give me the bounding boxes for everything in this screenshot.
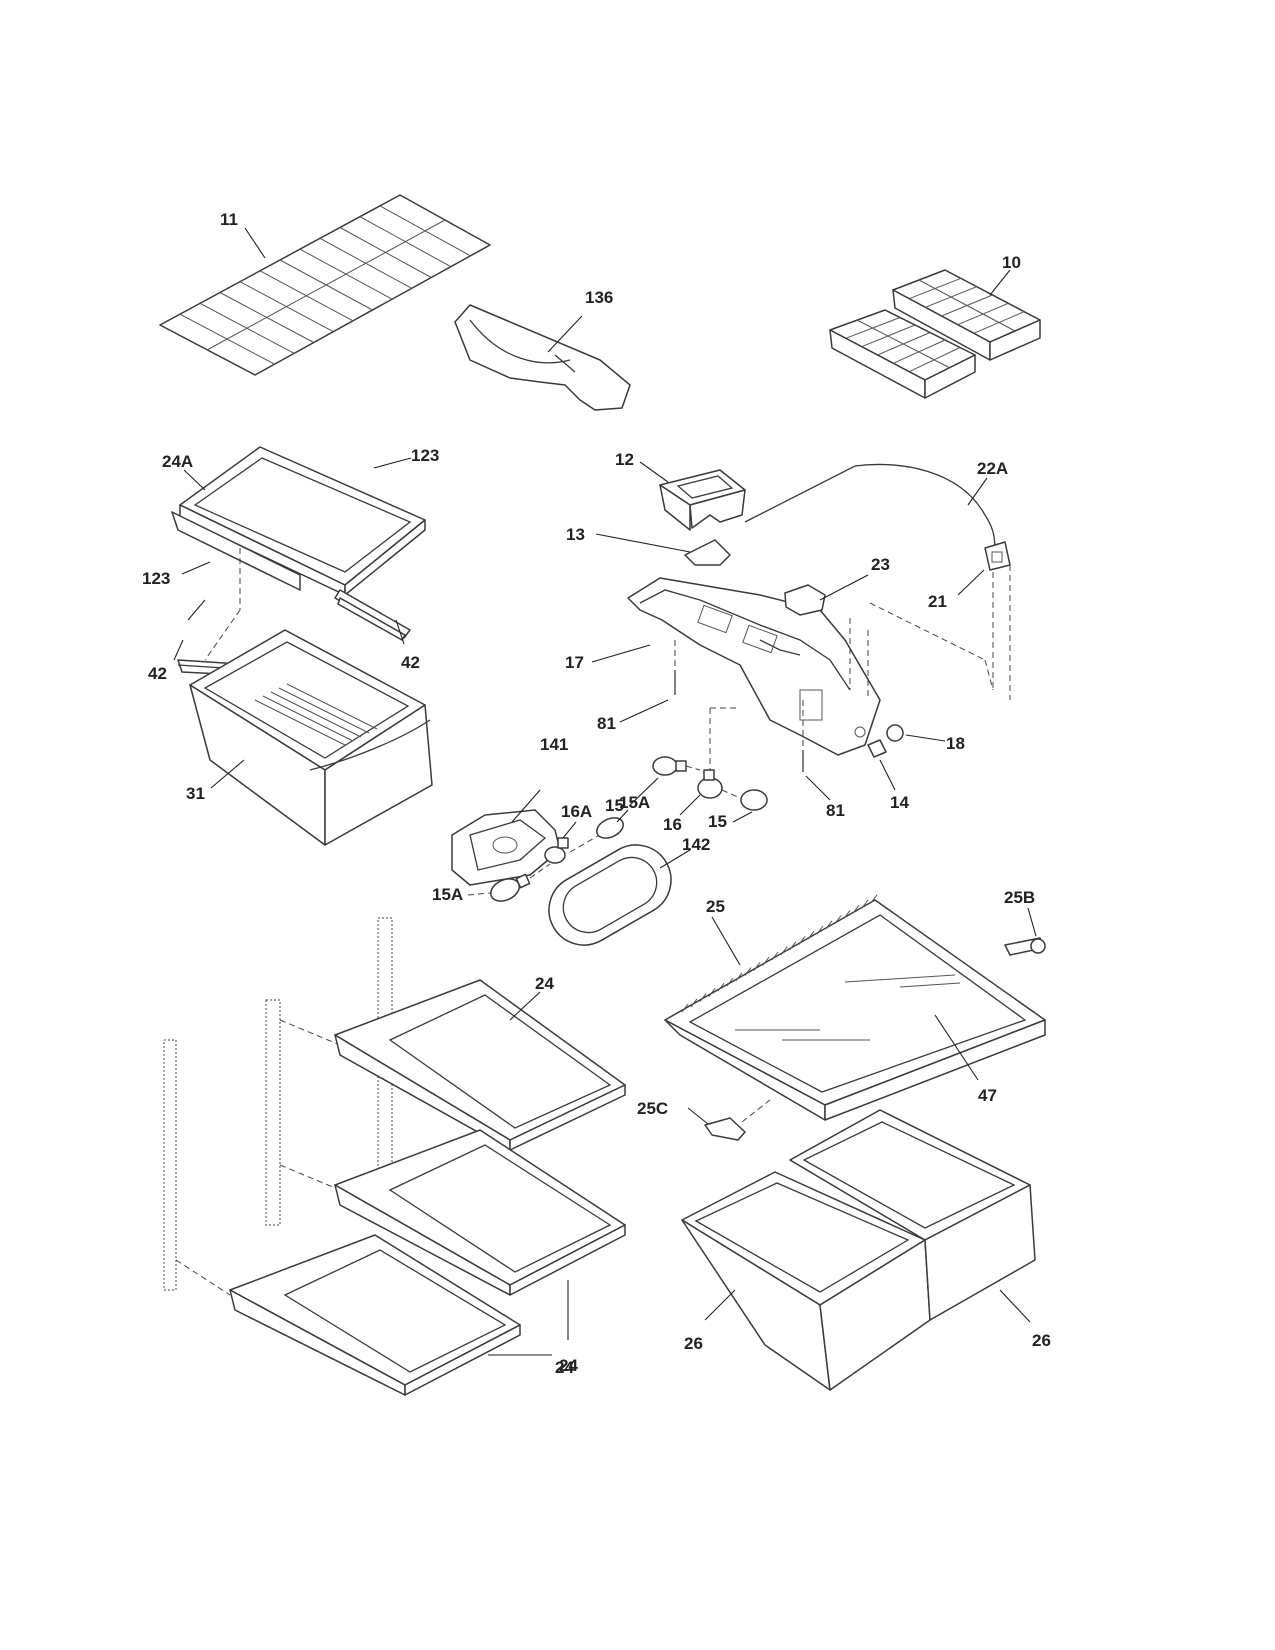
label-25C: 25C	[637, 1099, 668, 1118]
lamp-shield-141	[451, 789, 561, 886]
label-25: 25	[706, 897, 725, 916]
wire-shelf-11	[159, 194, 491, 376]
lamp-lens-142	[548, 844, 691, 946]
label-22A: 22A	[977, 459, 1008, 478]
label-31: 31	[186, 784, 205, 803]
label-26-right: 26	[1032, 1331, 1051, 1350]
glass-shelf-24-top	[334, 979, 626, 1151]
part-13	[595, 533, 731, 566]
glass-shelf-24A	[171, 446, 426, 661]
bin-12	[639, 461, 746, 531]
connector-21	[957, 541, 1011, 700]
label-12: 12	[615, 450, 634, 469]
crisper-drawer-26-left	[681, 1171, 931, 1391]
crisper-drawer-26-right	[789, 1109, 1036, 1323]
label-10: 10	[1002, 253, 1021, 272]
bulb-15A	[569, 809, 629, 853]
label-42-left: 42	[148, 664, 167, 683]
shelf-ladder-rails	[163, 917, 393, 1296]
label-21: 21	[928, 592, 947, 611]
label-24A: 24A	[162, 452, 193, 471]
label-16: 16	[663, 815, 682, 834]
label-26-left: 26	[684, 1334, 703, 1353]
label-18: 18	[946, 734, 965, 753]
socket-16A	[544, 821, 577, 864]
label-24-right: 24	[559, 1356, 578, 1375]
label-24-bottom: 24	[555, 1358, 574, 1377]
label-42-right: 42	[401, 653, 420, 672]
holder-136	[454, 304, 631, 411]
label-13: 13	[566, 525, 585, 544]
label-15-left: 15	[605, 796, 624, 815]
bulb-15b	[732, 789, 768, 823]
crisper-cover-25	[664, 894, 1046, 1121]
label-81-left: 81	[597, 714, 616, 733]
label-11: 11	[220, 210, 238, 229]
label-47: 47	[978, 1086, 997, 1105]
label-15-right: 15	[708, 812, 727, 831]
label-15A-bottom: 15A	[432, 885, 463, 904]
label-136: 136	[585, 288, 613, 307]
switch-14	[867, 739, 896, 791]
bracket-25C	[687, 1099, 771, 1141]
label-15A-top: 15A	[619, 793, 650, 812]
ice-trays-10	[829, 269, 1041, 399]
label-123-left: 123	[142, 569, 170, 588]
label-123-top: 123	[411, 446, 439, 465]
label-141: 141	[540, 735, 568, 754]
label-17: 17	[565, 653, 584, 672]
label-14: 14	[890, 793, 909, 812]
pan-drawer-31	[189, 629, 433, 846]
screw-81b	[802, 700, 831, 801]
label-81-right: 81	[826, 801, 845, 820]
label-23: 23	[871, 555, 890, 574]
part-labels: 11 136 10 24A 123 123 42 42 31 12 22A 13…	[142, 210, 1051, 1377]
bracket-25B	[1004, 907, 1046, 956]
bulb-15	[629, 756, 701, 806]
thermostat-23	[784, 574, 994, 700]
socket-16	[679, 707, 741, 816]
glass-shelf-24-bottom	[229, 1234, 569, 1396]
control-housing-17	[591, 577, 881, 756]
glass-shelf-24-middle	[334, 1129, 626, 1296]
screw-81	[619, 640, 676, 723]
knob-18	[886, 724, 946, 742]
label-24-top: 24	[535, 974, 554, 993]
label-25B: 25B	[1004, 888, 1035, 907]
bulb-15A-b	[467, 863, 551, 902]
label-142: 142	[682, 835, 710, 854]
label-16A: 16A	[561, 802, 592, 821]
wire-harness-22A	[744, 463, 996, 556]
